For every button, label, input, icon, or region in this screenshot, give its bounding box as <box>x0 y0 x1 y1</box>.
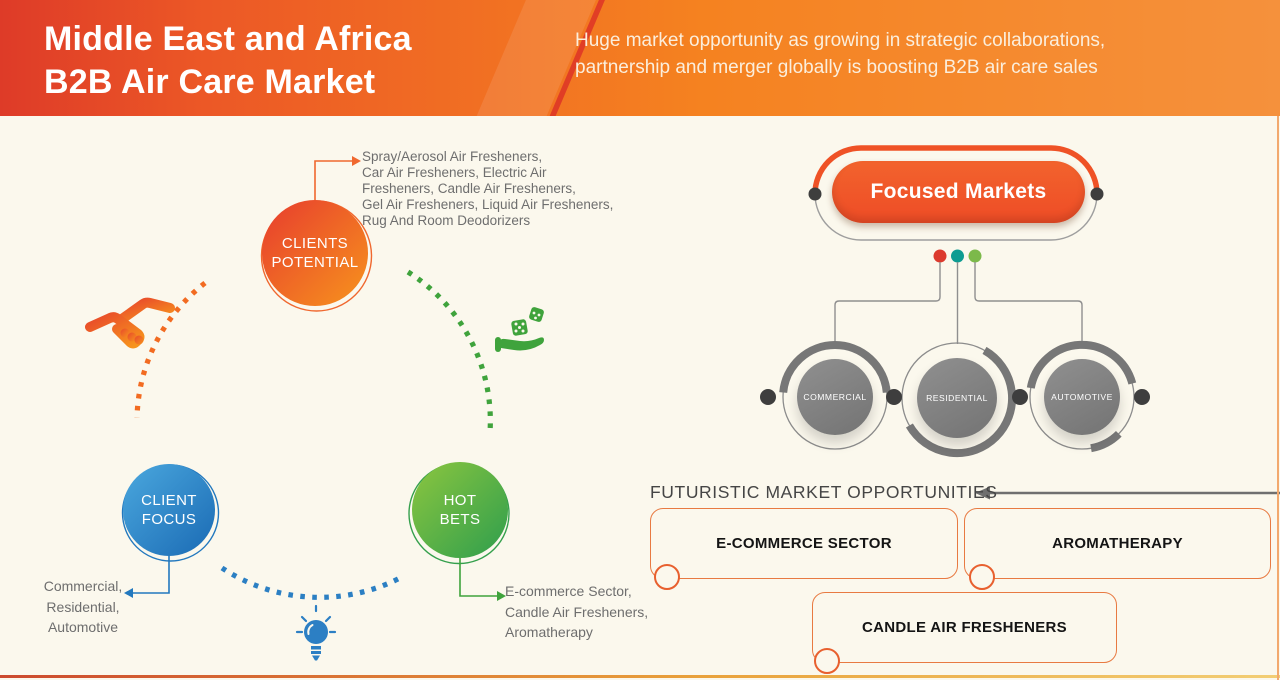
segment-circle-commercial: COMMERCIAL <box>797 359 873 435</box>
client-focus-arrow <box>124 588 133 598</box>
ring-dot-2 <box>886 389 902 405</box>
automotive-ring-arc-top <box>1026 340 1137 389</box>
market-dot-commercial <box>933 249 947 263</box>
market-dot-automotive <box>968 249 982 263</box>
clients-potential-label: CLIENTS POTENTIAL <box>271 234 359 272</box>
opportunity-label-ecommerce: E-COMMERCE SECTOR <box>716 535 892 552</box>
opportunity-box-aromatherapy: AROMATHERAPY <box>964 508 1271 579</box>
residential-ring-arc <box>905 346 1017 458</box>
lightbulb-icon <box>294 604 338 662</box>
clients-to-hotbets-dotted-arc <box>406 269 493 433</box>
focused-markets-side-dot-right <box>1090 187 1104 201</box>
clients-potential-note: Spray/Aerosol Air Fresheners, Car Air Fr… <box>362 149 614 229</box>
opportunity-label-aromatherapy: AROMATHERAPY <box>1052 535 1183 552</box>
futuristic-arrow-head <box>975 486 990 500</box>
focus-to-hotbets-dotted-arc <box>220 565 402 600</box>
client-focus-connector <box>133 556 170 594</box>
opportunity-box-ecommerce: E-COMMERCE SECTOR <box>650 508 958 579</box>
hand-with-dice-icon <box>492 302 556 364</box>
segment-label-commercial: COMMERCIAL <box>803 392 867 402</box>
segment-label-residential: RESIDENTIAL <box>926 393 988 403</box>
market-dot-residential <box>951 249 964 263</box>
client-focus-note: Commercial, Residential, Automotive <box>43 578 123 636</box>
segment-circle-residential: RESIDENTIAL <box>917 358 997 438</box>
hot-bets-arrow <box>497 591 506 601</box>
box-corner-ring-aromatherapy <box>969 564 995 590</box>
hot-bets-label: HOT BETS <box>439 491 481 529</box>
ring-dot-1 <box>760 389 776 405</box>
opportunity-label-candle: CANDLE AIR FRESHENERS <box>862 619 1067 636</box>
clients-potential-connector <box>314 160 352 200</box>
focused-markets-side-dot-left <box>808 187 822 201</box>
client-focus-bubble: CLIENT FOCUS <box>123 464 215 556</box>
hot-bets-bubble: HOT BETS <box>412 462 508 558</box>
client-focus-label: CLIENT FOCUS <box>141 491 197 529</box>
hot-bets-connector <box>459 558 497 597</box>
futuristic-heading: FUTURISTIC MARKET OPPORTUNITIES <box>650 482 998 502</box>
right-accent-line <box>1277 116 1279 680</box>
dot-connector-commercial <box>834 262 941 344</box>
clients-potential-bubble: CLIENTS POTENTIAL <box>262 200 368 306</box>
opportunity-box-candle: CANDLE AIR FRESHENERS <box>812 592 1117 663</box>
segment-circle-automotive: AUTOMOTIVE <box>1044 359 1120 435</box>
ring-dot-4 <box>1134 389 1150 405</box>
header-banner: Middle East and Africa B2B Air Care Mark… <box>0 0 1280 116</box>
box-corner-ring-ecommerce <box>654 564 680 590</box>
focused-markets-pill: Focused Markets <box>832 161 1085 223</box>
ring-dot-3 <box>1012 389 1028 405</box>
focused-markets-title: Focused Markets <box>870 180 1047 203</box>
handshake-icon <box>84 296 176 354</box>
segment-label-automotive: AUTOMOTIVE <box>1051 392 1113 402</box>
focused-markets-top-arc <box>812 145 1100 197</box>
page-subtitle: Huge market opportunity as growing in st… <box>575 30 1106 79</box>
hot-bets-note: E-commerce Sector, Candle Air Fresheners… <box>505 583 649 641</box>
commercial-ring-arc <box>779 341 891 393</box>
clients-potential-arrow <box>352 156 361 166</box>
box-corner-ring-candle <box>814 648 840 674</box>
dot-connector-automotive <box>974 262 1083 344</box>
page-title: Middle East and Africa B2B Air Care Mark… <box>44 20 412 101</box>
automotive-ring-arc-bottom <box>1090 430 1122 453</box>
bottom-accent-line <box>0 675 1280 678</box>
